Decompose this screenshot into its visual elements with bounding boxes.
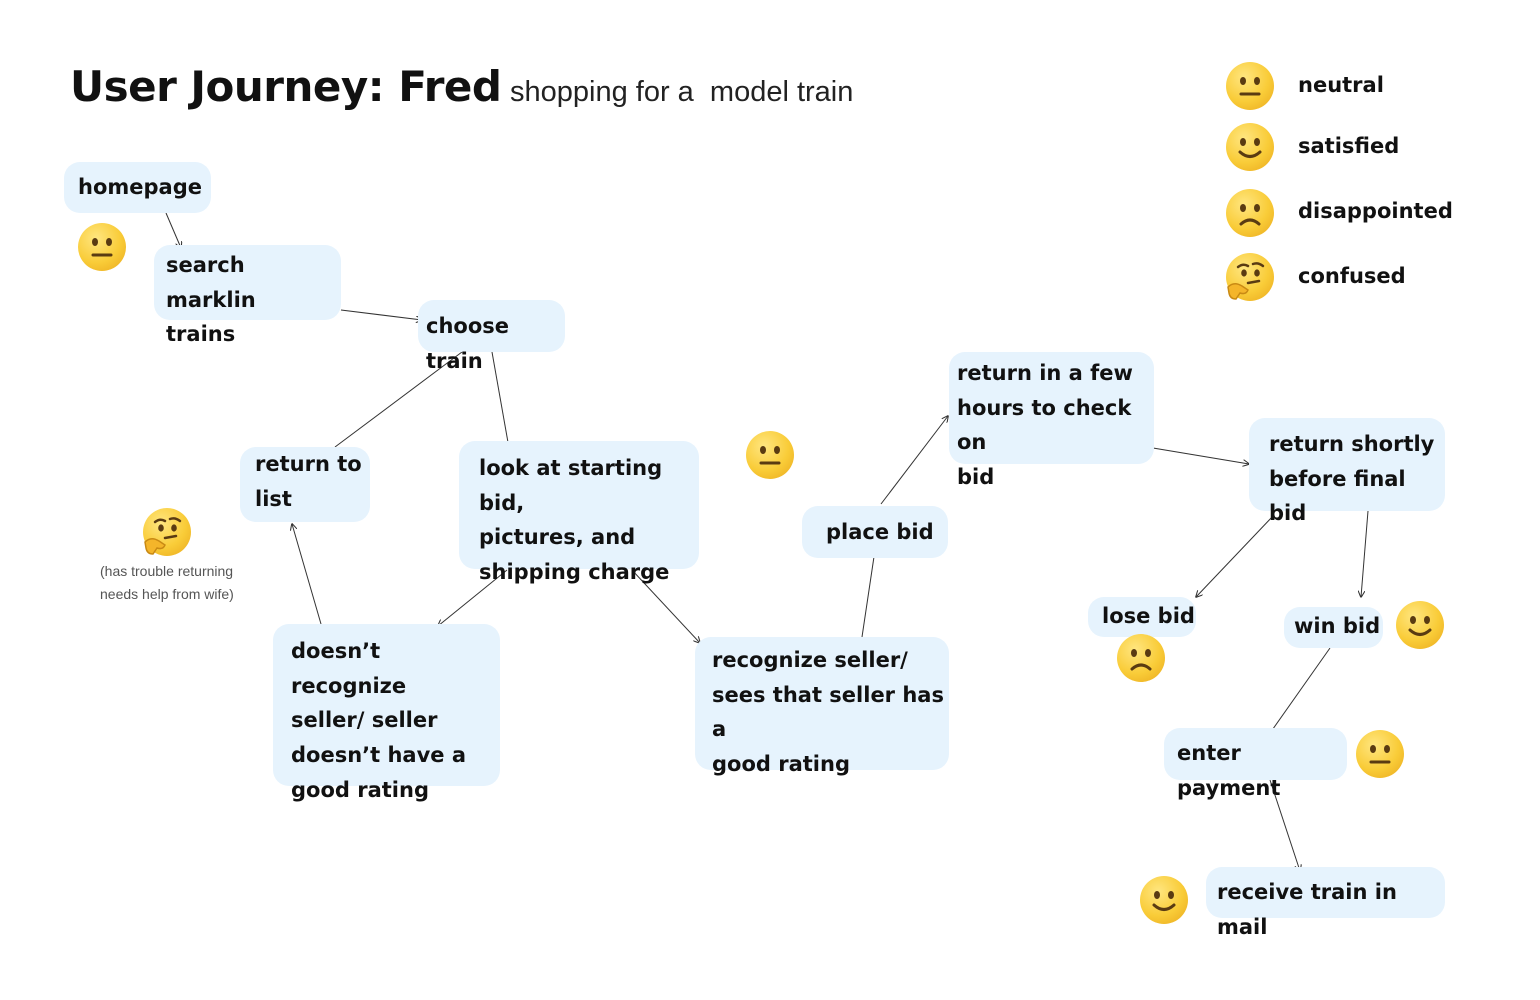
arrow-not-recognize-to-return-list [292,524,322,625]
arrow-choose-to-look [491,351,509,448]
neutral-face-icon [1356,730,1404,778]
confused-annotation: (has trouble returning needs help from w… [100,563,234,602]
neutral-face-icon [78,223,126,271]
arrow-return-few-to-return-shortly [1146,446,1249,464]
arrow-return-shortly-to-win-bid [1361,510,1369,597]
step-lose-bid: lose bid [1088,597,1196,637]
legend-label-neutral: neutral [1298,73,1384,97]
arrow-look-to-not-recognize [438,569,508,626]
arrow-homepage-to-search [165,212,181,248]
arrow-enter-payment-to-receive [1269,779,1300,871]
arrow-search-to-choose [340,309,422,320]
arrow-return-shortly-to-lose-bid [1196,514,1275,597]
neutral-face-icon [746,431,794,479]
step-return-to-list: return to list [240,447,370,522]
step-receive-train-in-mail: receive train in mail [1206,867,1445,939]
arrow-place-bid-to-return-few [880,416,948,505]
step-enter-payment: enter payment [1164,728,1347,800]
step-look-at-starting-bid: look at starting bid, pictures, and ship… [459,441,699,584]
slightly-smiling-face-icon [1140,876,1188,924]
arrow-recognize-to-place-bid [861,550,875,638]
step-recognize-seller: recognize seller/ sees that seller has a… [695,637,949,776]
step-choose-train: choose train [418,300,565,373]
step-doesnt-recognize-seller: doesn’t recognize seller/ seller doesn’t… [273,624,500,802]
step-search-marklin-trains: search marklin trains [154,245,341,346]
step-place-bid: place bid [802,506,948,558]
thinking-face-icon [143,508,191,556]
legend-label-satisfied: satisfied [1298,134,1400,158]
frowning-face-icon [1226,189,1274,237]
legend-label-confused: confused [1298,264,1406,288]
arrow-look-to-recognize [631,569,700,643]
page-subtitle: shopping for a model train [510,76,854,108]
legend-label-disappointed: disappointed [1298,199,1453,223]
page-title: User Journey: Fred [70,62,502,111]
frowning-face-icon [1117,634,1165,682]
slightly-smiling-face-icon [1226,123,1274,171]
step-win-bid: win bid [1284,607,1383,648]
step-return-shortly: return shortly before final bid [1249,418,1445,525]
step-homepage: homepage [64,162,211,213]
arrow-return-list-to-choose [334,343,474,448]
arrow-win-bid-to-enter-payment [1268,647,1331,736]
thinking-face-icon [1226,253,1274,301]
neutral-face-icon [1226,62,1274,110]
slightly-smiling-face-icon [1396,601,1444,649]
step-return-in-a-few-hours: return in a few hours to check on bid [949,352,1154,489]
